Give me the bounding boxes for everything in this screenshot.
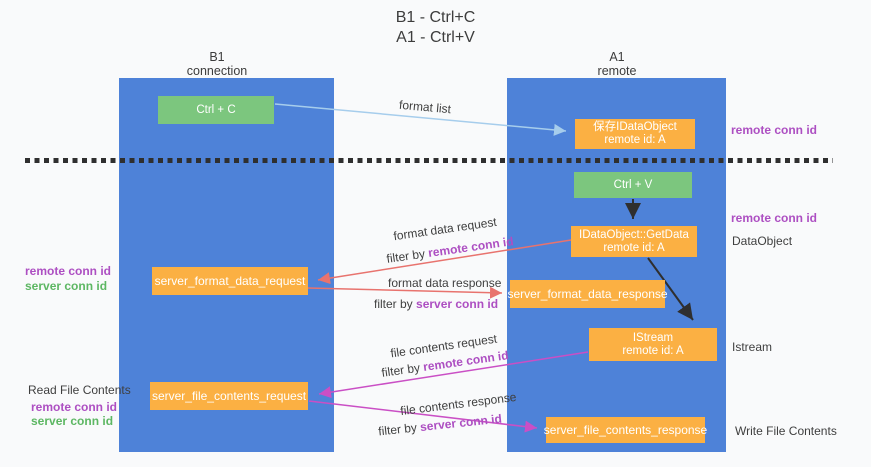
diagram-title: B1 - Ctrl+C A1 - Ctrl+V bbox=[0, 8, 871, 48]
left-remote-conn-id-1: remote conn id bbox=[25, 264, 112, 278]
node-idataobject-getdata: IDataObject::GetData remote id: A bbox=[571, 226, 697, 257]
node-istream: IStream remote id: A bbox=[589, 328, 717, 361]
node-ctrl-v: Ctrl + V bbox=[574, 172, 692, 198]
node-idataobject-getdata-line1: IDataObject::GetData bbox=[579, 228, 689, 241]
right-dataobject-label: DataObject bbox=[732, 234, 793, 248]
left-remote-conn-id-2: remote conn id bbox=[31, 400, 118, 414]
label-filter-server-2: filter by server conn id bbox=[378, 412, 503, 439]
right-remote-conn-id-top: remote conn id bbox=[731, 123, 818, 137]
left-column-header: B1 connection bbox=[157, 50, 277, 78]
left-column-role: connection bbox=[186, 64, 248, 78]
label-format-list: format list bbox=[398, 97, 452, 117]
left-column-name: B1 bbox=[209, 50, 225, 64]
node-server-file-contents-request: server_file_contents_request bbox=[150, 382, 308, 410]
right-remote-conn-id-mid: remote conn id bbox=[731, 211, 818, 225]
node-ctrl-c: Ctrl + C bbox=[158, 96, 274, 124]
node-save-idataobject-line1: 保存IDataObject bbox=[593, 121, 677, 133]
label-filter-server-1: filter by server conn id bbox=[374, 297, 498, 311]
title-line2: A1 - Ctrl+V bbox=[396, 29, 475, 46]
node-server-file-contents-response: server_file_contents_response bbox=[543, 417, 708, 443]
node-istream-line1: IStream bbox=[632, 331, 674, 344]
node-server-format-data-request-label: server_format_data_request bbox=[154, 273, 306, 288]
remote-conn-id-text: remote conn id bbox=[427, 234, 515, 260]
node-ctrl-c-label: Ctrl + C bbox=[196, 103, 236, 116]
node-server-format-data-response: server_format_data_response bbox=[507, 280, 668, 308]
left-read-file-contents-label: Read File Contents bbox=[28, 383, 131, 397]
server-conn-id-text: server conn id bbox=[416, 297, 499, 311]
node-save-idataobject-line2: remote id: A bbox=[604, 134, 666, 146]
right-column-header: A1 remote bbox=[557, 50, 677, 78]
left-server-conn-id-2: server conn id bbox=[31, 414, 114, 428]
node-save-idataobject: 保存IDataObject remote id: A bbox=[575, 119, 695, 149]
node-server-format-data-response-label: server_format_data_response bbox=[507, 286, 668, 301]
phase-separator-dashed-line bbox=[25, 158, 833, 163]
node-istream-line2: remote id: A bbox=[622, 344, 684, 357]
left-server-conn-id-1: server conn id bbox=[25, 279, 108, 293]
node-server-format-data-request: server_format_data_request bbox=[152, 267, 308, 295]
filter-by-text: filter by bbox=[380, 360, 425, 380]
right-istream-label: Istream bbox=[732, 340, 773, 354]
right-write-file-contents-label: Write File Contents bbox=[735, 424, 837, 438]
filter-by-text: filter by bbox=[377, 420, 421, 439]
node-server-file-contents-response-label: server_file_contents_response bbox=[543, 422, 708, 437]
label-format-data-response: format data response bbox=[388, 276, 502, 290]
title-line1: B1 - Ctrl+C bbox=[395, 9, 476, 26]
right-column-name: A1 bbox=[609, 50, 625, 64]
node-idataobject-getdata-line2: remote id: A bbox=[603, 241, 665, 254]
filter-by-text: filter by bbox=[374, 297, 417, 311]
node-server-file-contents-request-label: server_file_contents_request bbox=[151, 388, 307, 403]
node-ctrl-v-label: Ctrl + V bbox=[613, 178, 653, 191]
server-conn-id-text: server conn id bbox=[419, 411, 503, 435]
right-column-role: remote bbox=[597, 64, 637, 78]
filter-by-text: filter by bbox=[385, 246, 430, 266]
